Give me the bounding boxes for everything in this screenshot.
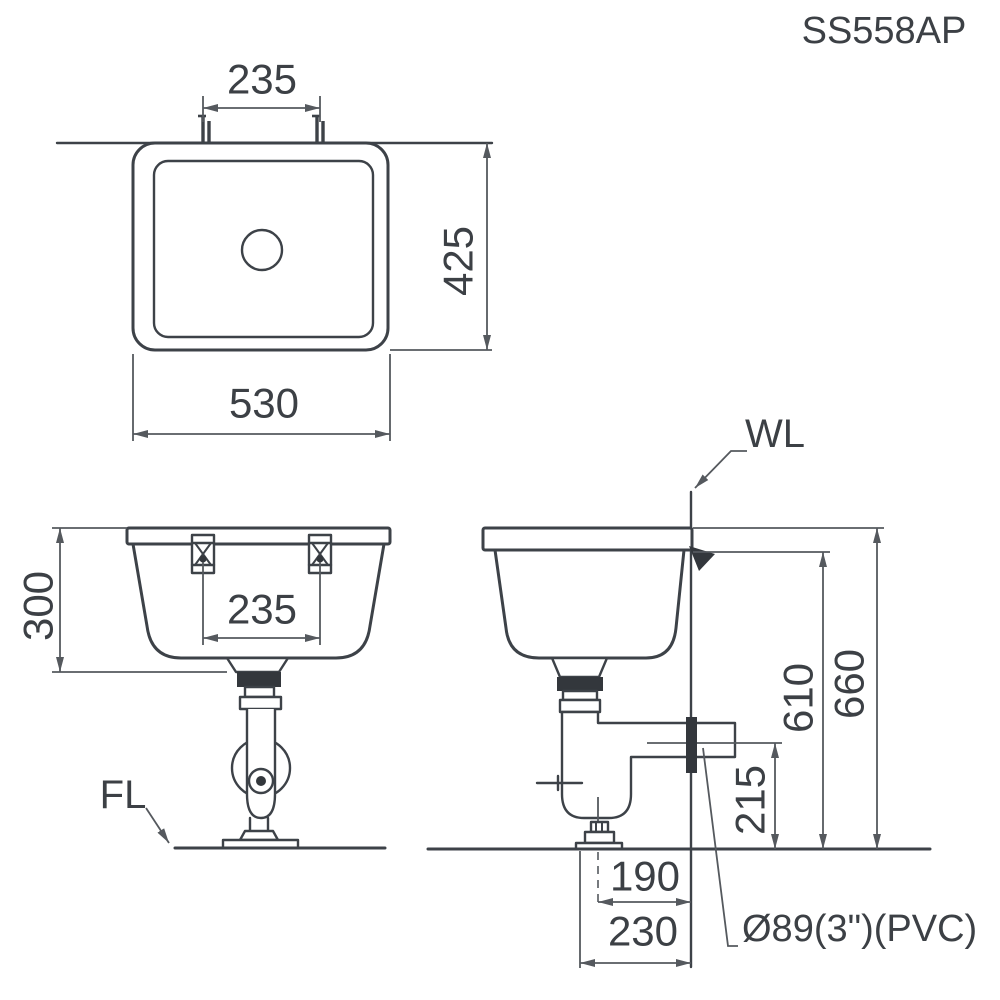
floor-label-group: FL — [100, 773, 170, 844]
dim-outlet-to-floor: 215 — [727, 743, 779, 849]
trap-pipe-front — [245, 709, 277, 820]
wall-sleeve-side — [686, 717, 697, 773]
dim-text-trap-center-to-wall: 190 — [610, 853, 680, 900]
sink-rim-side — [481, 526, 694, 552]
dim-hanger-spacing-plan: 235 — [202, 56, 321, 122]
wall-line-label: WL — [745, 412, 805, 456]
model-number: SS558AP — [802, 10, 967, 52]
sink-rim-front — [125, 526, 392, 546]
drain-trap-side — [535, 656, 782, 851]
side-view: WL 660 610 215 190 230 — [426, 412, 977, 969]
dim-hanger-spacing-front: 235 — [202, 562, 321, 645]
dim-depth-plan: 425 — [390, 143, 492, 351]
dim-rim-to-floor: 660 — [693, 527, 884, 849]
sink-body-side — [493, 548, 686, 660]
foot-flare-front — [238, 829, 280, 842]
dim-text-width-plan: 530 — [229, 380, 299, 427]
drain-flange-front — [225, 656, 290, 674]
dim-trap-edge-to-wall: 230 — [579, 851, 691, 968]
dim-height-front: 300 — [15, 527, 227, 673]
drain-flange-side — [550, 656, 609, 679]
slip-nut-side — [558, 698, 602, 714]
dim-text-outlet-to-floor: 215 — [727, 765, 774, 835]
front-view: 235 300 FL — [15, 526, 392, 850]
hanger-hook-right-plan — [312, 114, 325, 143]
dim-text-rim-to-floor: 660 — [826, 649, 873, 719]
floor-line-label: FL — [100, 773, 147, 817]
foot-base-side — [583, 830, 616, 845]
dim-text-hanger-spacing-front: 235 — [227, 586, 297, 633]
drain-pipe-label: Ø89(3")(PVC) — [742, 908, 977, 950]
drain-seal-side — [557, 677, 603, 691]
dim-text-height-front: 300 — [15, 571, 62, 641]
slip-nut-front — [238, 695, 283, 711]
drain-seal-front — [237, 672, 281, 687]
tailpiece-side — [561, 689, 599, 702]
dim-basin-top-to-floor: 610 — [693, 551, 830, 849]
wall-line-label-group: WL — [694, 412, 805, 489]
dim-trap-center-to-wall: 190 — [597, 852, 691, 908]
foot-adjuster-side — [589, 820, 610, 834]
foot-neck-front — [248, 816, 270, 833]
dim-text-trap-edge-to-wall: 230 — [608, 908, 678, 955]
dim-text-basin-top-to-floor: 610 — [775, 663, 822, 733]
sink-basin-plan — [152, 159, 375, 339]
tailpiece-front — [243, 685, 276, 699]
drain-pipe-spec-group: Ø89(3")(PVC) — [702, 747, 977, 950]
wall-hanger-side — [689, 546, 715, 571]
dim-width-plan: 530 — [132, 354, 391, 441]
dim-text-depth-plan: 425 — [435, 226, 482, 296]
top-view: 235 425 530 — [55, 56, 494, 441]
drain-trap-front — [221, 656, 300, 850]
drain-hole-plan — [240, 228, 284, 272]
dim-text-hanger-spacing-plan: 235 — [227, 56, 297, 103]
